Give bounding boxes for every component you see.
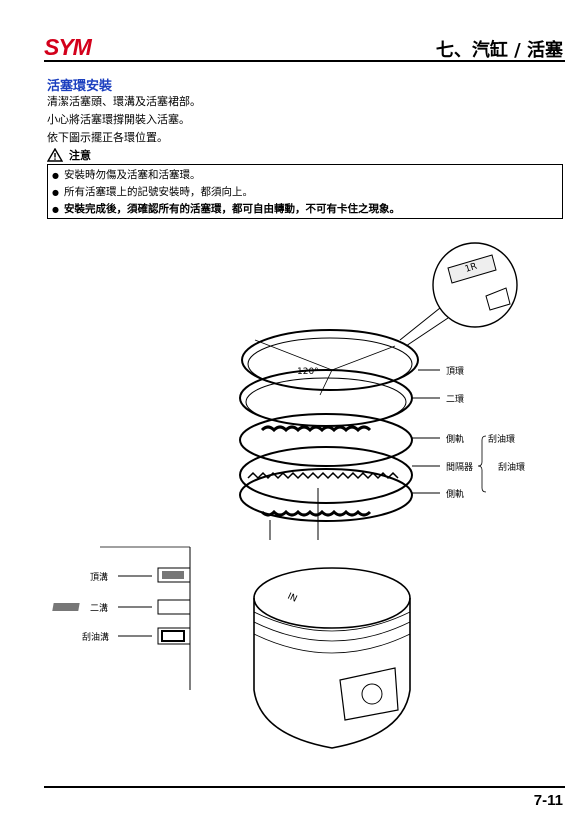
footer-rule [44,786,565,788]
lower-side-rail [239,468,413,540]
lower-rail-label: 側軌 [446,488,464,500]
instruction-3: 依下圖示擺正各環位置。 [47,131,168,144]
brand-logo: SYM [44,34,92,60]
piston-mark-text: IN [286,592,299,605]
chapter-title: 七、汽缸 / 活塞 [435,40,563,61]
piston: IN [253,567,411,749]
second-groove-label: 二溝 [90,602,108,614]
top-groove-label: 頂溝 [90,571,108,583]
instruction-2: 小心將活塞環撐開裝入活塞。 [47,113,190,126]
top-ring: 120° [241,329,419,396]
warning-icon [47,148,63,162]
spacer-label: 間隔器 [446,462,473,473]
groove-cross-section: 頂溝 二溝 刮油溝 [52,546,191,690]
piston-ring-diagram: 1R 120° 頂環 二環 側軌 間隔 [52,242,525,749]
spacer [239,446,413,504]
instruction-1: 清潔活塞頭、環溝及活塞裙部。 [47,95,201,108]
second-ring [239,369,413,427]
page-number: 7-11 [533,792,563,809]
caution-header: 注意 [47,147,91,163]
ring-mark-callout: 1R [399,242,518,347]
caution-item: 安裝完成後，須確認所有的活塞環，都可自由轉動，不可有卡住之現象。 [48,201,562,218]
upper-rail-label: 側軌 [446,433,464,445]
oil-ring-group-label-2: 刮油環 [498,461,525,473]
ring-mark-text: 1R [464,262,478,275]
angle-label: 120° [297,367,319,377]
caution-box: 安裝時勿傷及活塞和活塞環。 所有活塞環上的記號安裝時，都須向上。 安裝完成後，須… [47,164,563,219]
caution-item: 所有活塞環上的記號安裝時，都須向上。 [48,184,562,201]
header-rule [44,60,565,62]
section-title: 活塞環安裝 [47,79,113,94]
oil-ring-group-label-1: 刮油環 [488,433,515,445]
top-ring-label: 頂環 [446,366,464,377]
oil-groove-label: 刮油溝 [82,631,109,643]
upper-side-rail [239,413,413,467]
caution-label: 注意 [69,149,91,162]
ring-labels: 頂環 二環 側軌 間隔器 側軌 刮油環 刮油環 [412,366,525,500]
caution-item: 安裝時勿傷及活塞和活塞環。 [48,167,562,184]
second-ring-label: 二環 [446,394,464,405]
